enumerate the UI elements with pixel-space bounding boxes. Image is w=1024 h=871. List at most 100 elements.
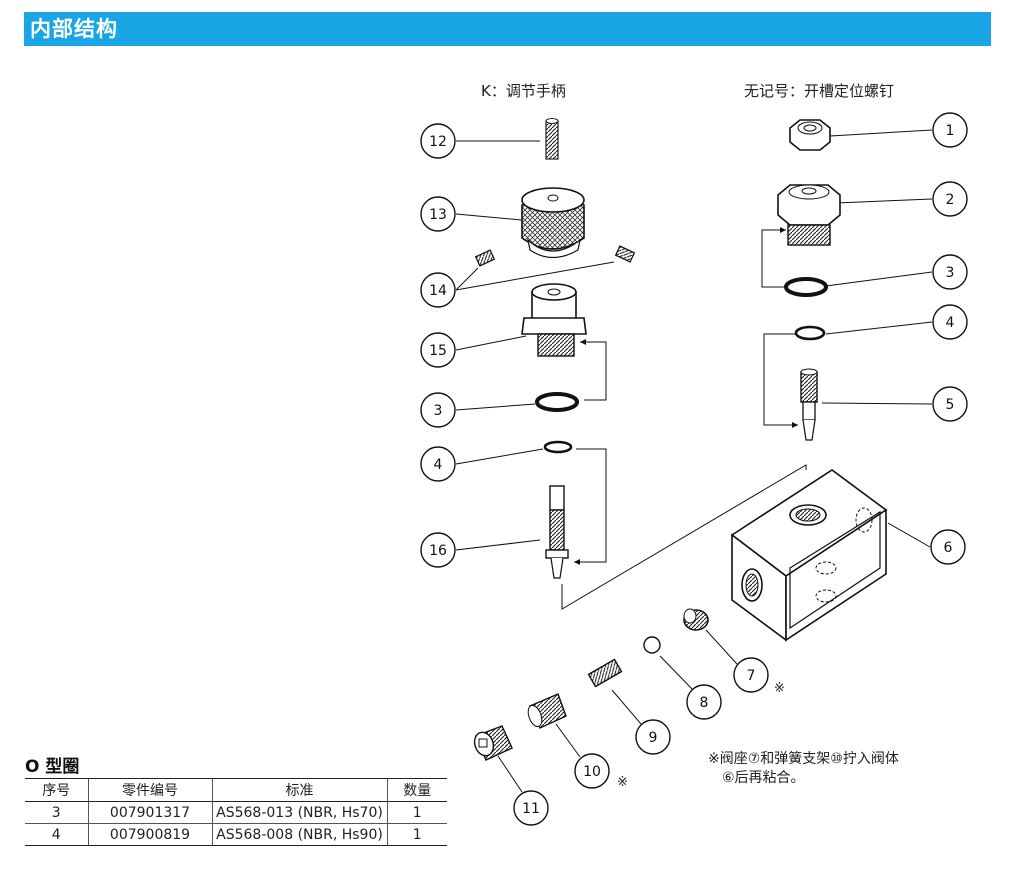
callout-number: 9 xyxy=(649,730,658,746)
callout-5: 5 xyxy=(932,386,968,422)
callout-circle xyxy=(420,196,456,232)
callout-circle xyxy=(420,532,456,568)
part-2-bonnet xyxy=(777,184,841,246)
part-5-screw-stem xyxy=(800,368,818,441)
section-header-bar: 内部结构 xyxy=(24,12,991,46)
arrowheads xyxy=(574,227,798,565)
callout-circle xyxy=(420,446,456,482)
part-14-setscrews xyxy=(474,245,636,267)
callout-2: 2 xyxy=(932,181,968,217)
header-part-number: 零件编号 xyxy=(87,778,212,802)
part-8-ball xyxy=(643,636,661,654)
callout-16: 16 xyxy=(420,532,456,568)
part-4-oring-right xyxy=(794,325,826,341)
callout-7-asterisk: ※ xyxy=(774,681,785,696)
variant-label-k: K：调节手柄 xyxy=(481,82,566,100)
part-16-spindle xyxy=(545,485,569,579)
callout-4: 4 xyxy=(420,446,456,482)
callout-6: 6 xyxy=(930,529,966,565)
callout-number: 3 xyxy=(946,265,955,281)
callout-8: 8 xyxy=(686,684,722,720)
header-quantity: 数量 xyxy=(386,778,447,802)
callout-number: 4 xyxy=(946,315,955,331)
callout-circle xyxy=(932,304,968,340)
part-10-spring-holder xyxy=(527,693,567,729)
part-12-setscrew xyxy=(545,118,559,160)
callout-13: 13 xyxy=(420,196,456,232)
oring-table-title: O 型圈 xyxy=(25,757,80,777)
callout-circle xyxy=(930,529,966,565)
callout-12: 12 xyxy=(420,123,456,159)
callout-circle xyxy=(574,753,610,789)
cell-part-number: 007901317 xyxy=(87,801,212,824)
part-13-knob xyxy=(521,187,585,259)
part-7-valve-seat xyxy=(683,608,709,631)
callout-circle xyxy=(420,123,456,159)
callout-number: 12 xyxy=(429,134,447,150)
callout-number: 10 xyxy=(583,764,601,780)
callout-number: 14 xyxy=(429,283,447,299)
table-row: 3 007901317 AS568-013 (NBR, Hs70) 1 xyxy=(25,801,447,824)
leader-lines xyxy=(455,129,933,793)
callout-circle xyxy=(635,719,671,755)
callout-14: 14 xyxy=(420,272,456,308)
callout-circle xyxy=(420,272,456,308)
callout-10: 10 xyxy=(574,753,610,789)
section-title: 内部结构 xyxy=(30,17,118,41)
assembly-note-line-2: ⑥后再粘合。 xyxy=(722,770,805,786)
callout-circle xyxy=(932,386,968,422)
callout-number: 15 xyxy=(429,343,447,359)
callout-3: 3 xyxy=(932,254,968,290)
callout-circle xyxy=(686,684,722,720)
callout-number: 1 xyxy=(946,123,955,139)
callout-circle xyxy=(420,332,456,368)
cell-quantity: 1 xyxy=(386,801,447,824)
callout-number: 16 xyxy=(429,543,447,559)
callout-number: 8 xyxy=(700,695,709,711)
part-9-spring xyxy=(587,658,623,688)
part-11-plug xyxy=(473,725,513,761)
part-4-oring-left xyxy=(543,440,573,454)
callout-number: 5 xyxy=(946,397,955,413)
oring-table: 序号 零件编号 标准 数量 3 007901317 AS568-013 (NBR… xyxy=(25,778,447,846)
cell-quantity: 1 xyxy=(386,823,447,846)
callout-circle xyxy=(932,181,968,217)
callout-number: 2 xyxy=(946,192,955,208)
callout-circle xyxy=(932,112,968,148)
callout-circle xyxy=(932,254,968,290)
callout-number: 4 xyxy=(434,457,443,473)
callout-number: 7 xyxy=(747,668,756,684)
callout-circle xyxy=(733,657,769,693)
callout-3: 3 xyxy=(420,392,456,428)
cell-part-number: 007900819 xyxy=(87,823,212,846)
cell-seq: 4 xyxy=(25,823,88,846)
part-3-oring-left xyxy=(535,392,579,412)
cell-seq: 3 xyxy=(25,801,88,824)
callout-9: 9 xyxy=(635,719,671,755)
assembly-note: ※阀座⑦和弹簧支架⑩拧入阀体 ⑥后再粘合。 xyxy=(708,750,899,788)
callout-15: 15 xyxy=(420,332,456,368)
callout-1: 1 xyxy=(932,112,968,148)
part-6-valve-body xyxy=(730,469,888,642)
part-3-oring-right xyxy=(784,277,828,297)
assembly-note-line-1: ※阀座⑦和弹簧支架⑩拧入阀体 xyxy=(708,751,899,767)
part-1-nut xyxy=(789,119,831,151)
callout-4: 4 xyxy=(932,304,968,340)
callout-circle xyxy=(513,790,549,826)
callout-10-asterisk: ※ xyxy=(617,775,628,790)
callout-7: 7 xyxy=(733,657,769,693)
callout-number: 13 xyxy=(429,207,447,223)
header-seq: 序号 xyxy=(25,778,88,802)
callout-number: 11 xyxy=(522,801,540,817)
cell-standard: AS568-013 (NBR, Hs70) xyxy=(211,801,387,824)
part-15-bonnet xyxy=(521,283,587,357)
callout-number: 6 xyxy=(944,540,953,556)
header-standard: 标准 xyxy=(211,778,387,802)
oring-table-header-row: 序号 零件编号 标准 数量 xyxy=(25,778,447,802)
callout-circle xyxy=(420,392,456,428)
cell-standard: AS568-008 (NBR, Hs90) xyxy=(211,823,387,846)
callout-11: 11 xyxy=(513,790,549,826)
variant-label-blank: 无记号：开槽定位螺钉 xyxy=(744,82,895,100)
table-row: 4 007900819 AS568-008 (NBR, Hs90) 1 xyxy=(25,823,447,846)
